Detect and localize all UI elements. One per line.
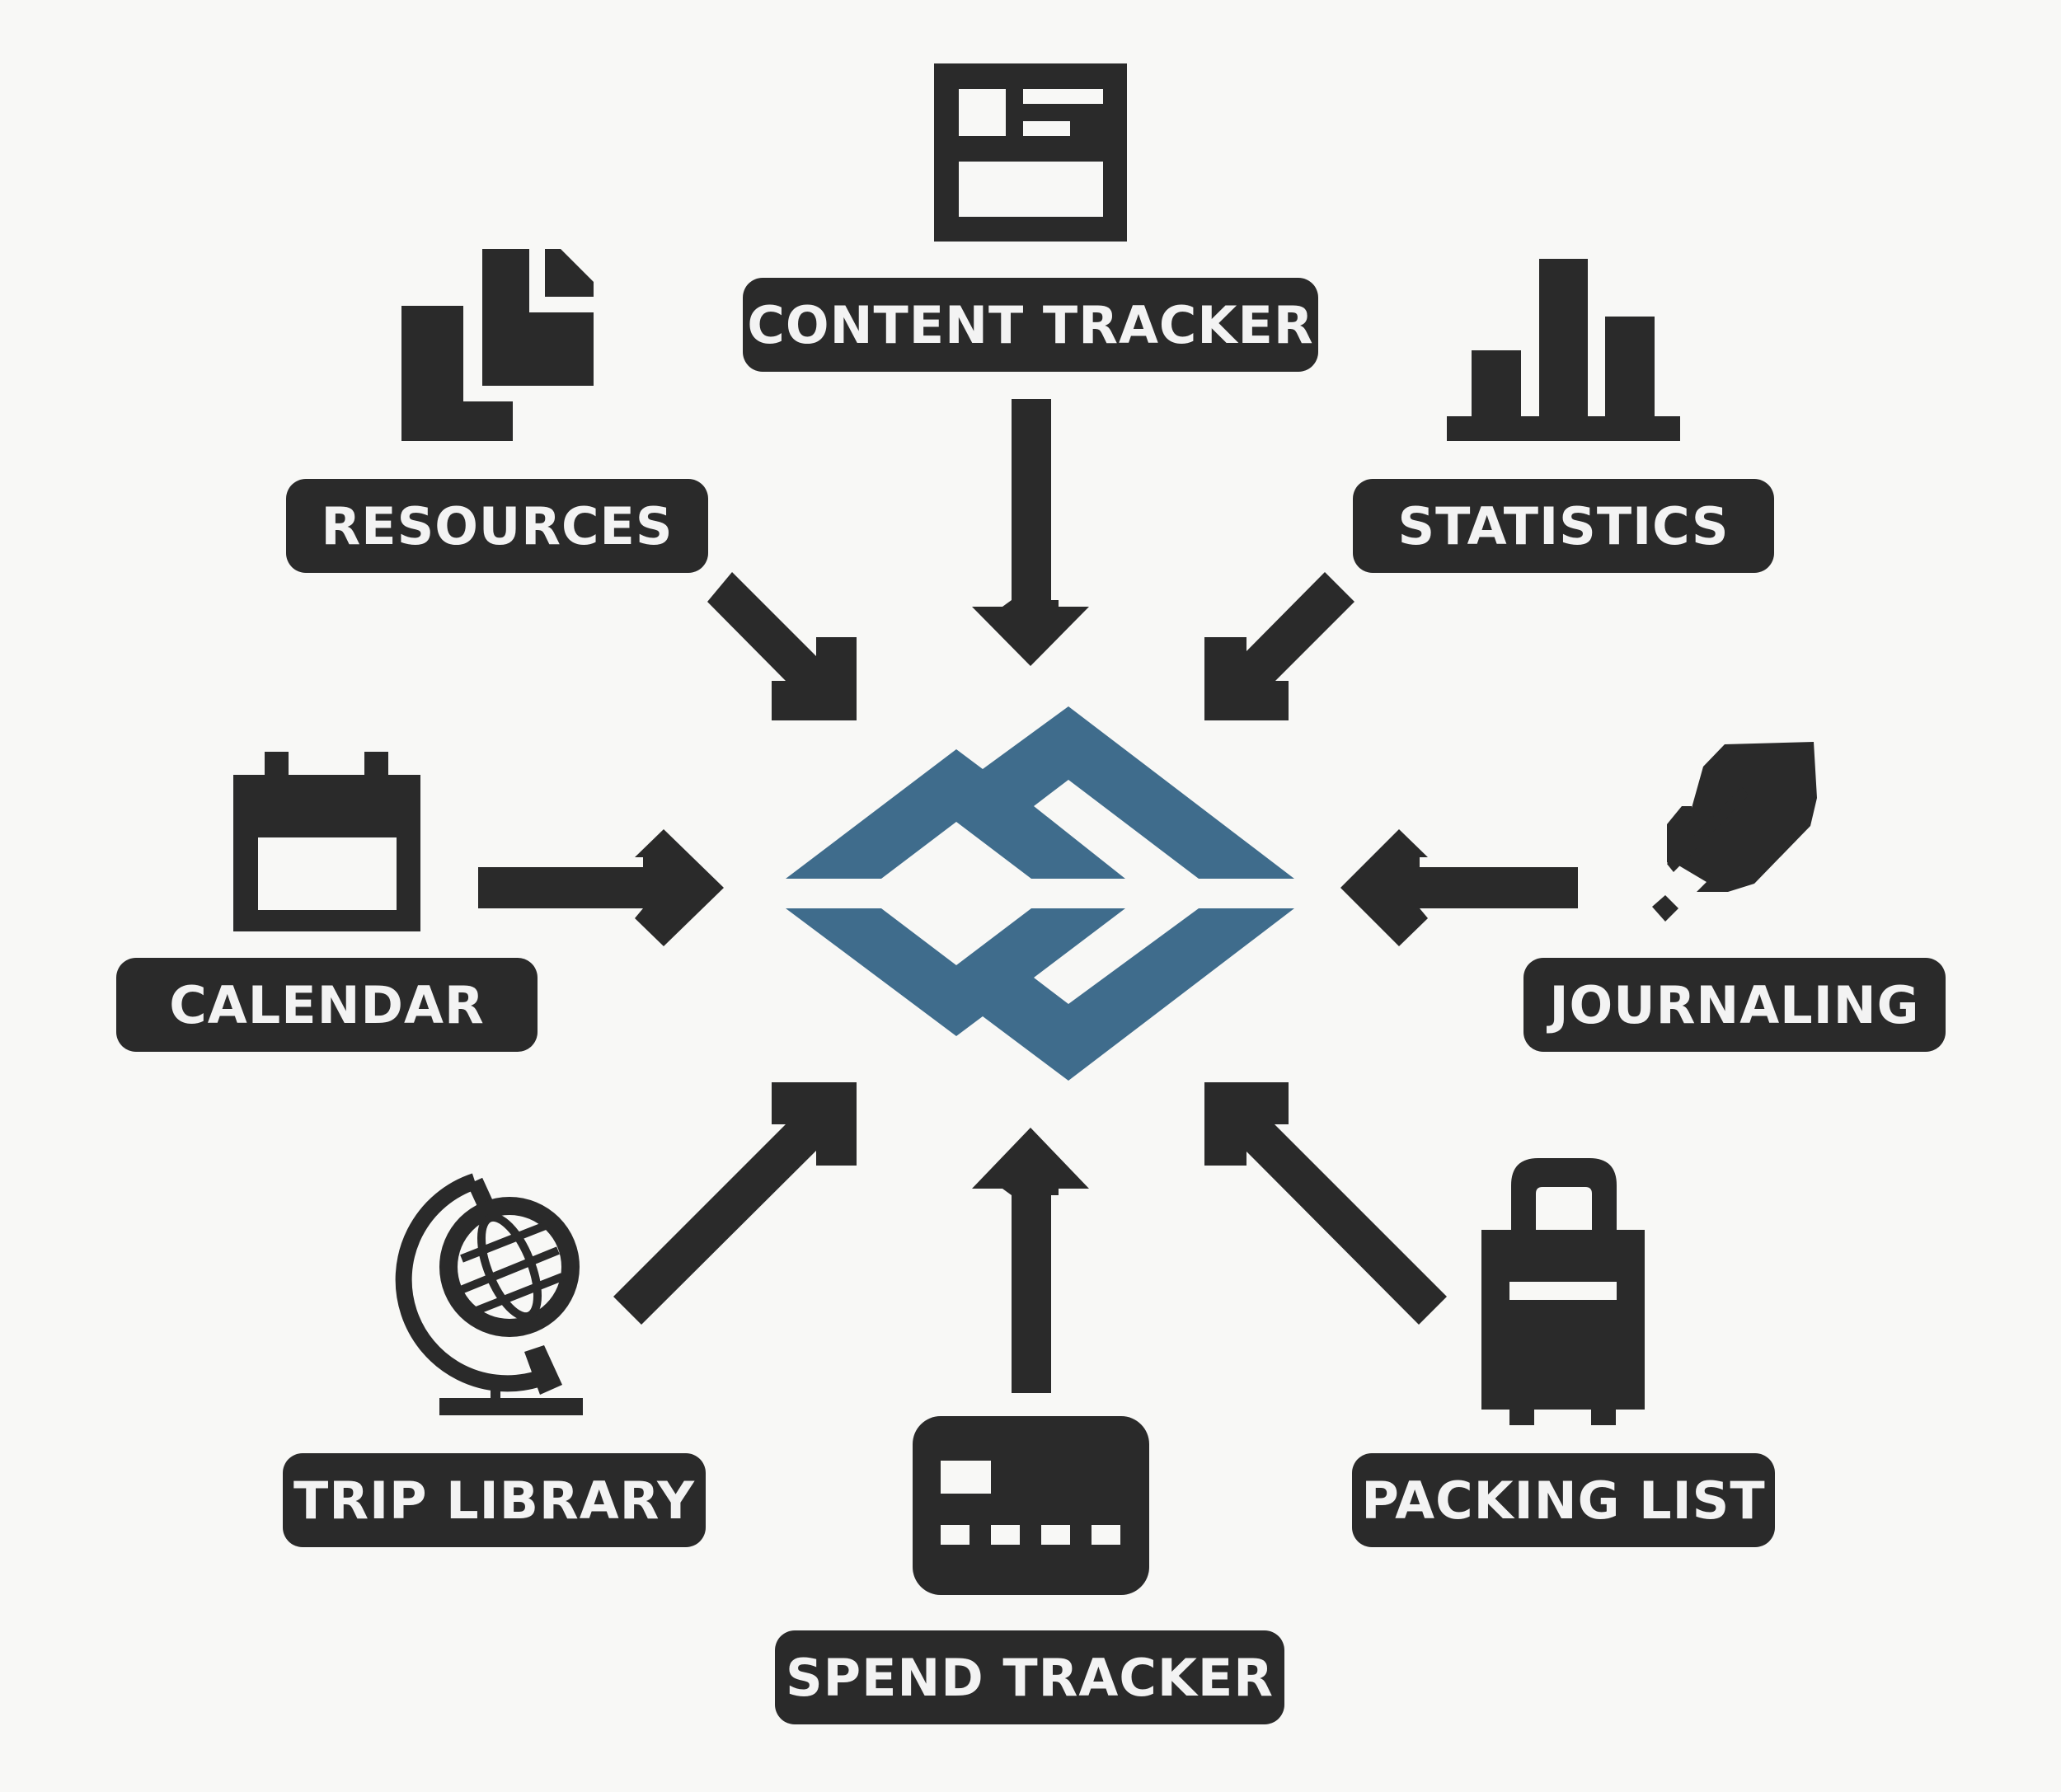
label-journaling[interactable]: JOURNALING <box>1523 958 1946 1052</box>
arrow-from-journaling <box>1340 829 1578 946</box>
label-resources[interactable]: RESOURCES <box>286 479 708 573</box>
arrow-from-packing-list <box>1204 1082 1447 1325</box>
credit-card-icon <box>913 1416 1149 1595</box>
arrow-from-statistics <box>1204 572 1354 720</box>
interlocking-diamond-logo <box>786 706 1294 1081</box>
label-trip-library[interactable]: TRIP LIBRARY <box>283 1453 706 1547</box>
arrow-from-content-tracker <box>972 399 1089 666</box>
label-calendar[interactable]: CALENDAR <box>116 958 538 1052</box>
bar-chart-icon <box>1447 259 1680 441</box>
label-content-tracker[interactable]: CONTENT TRACKER <box>743 278 1318 372</box>
arrow-from-trip-library <box>613 1082 857 1325</box>
label-statistics[interactable]: STATISTICS <box>1353 479 1774 573</box>
feather-pen-icon <box>1652 742 1817 922</box>
label-spend-tracker[interactable]: SPEND TRACKER <box>775 1630 1284 1724</box>
arrow-from-resources <box>707 572 857 720</box>
calendar-icon <box>233 752 420 931</box>
globe-icon <box>395 1173 583 1415</box>
label-packing-list[interactable]: PACKING LIST <box>1352 1453 1775 1547</box>
arrow-from-spend-tracker <box>972 1128 1089 1393</box>
arrow-from-calendar <box>478 829 724 946</box>
suitcase-icon <box>1481 1158 1645 1425</box>
documents-icon <box>401 249 594 441</box>
layout-icon <box>934 63 1127 242</box>
